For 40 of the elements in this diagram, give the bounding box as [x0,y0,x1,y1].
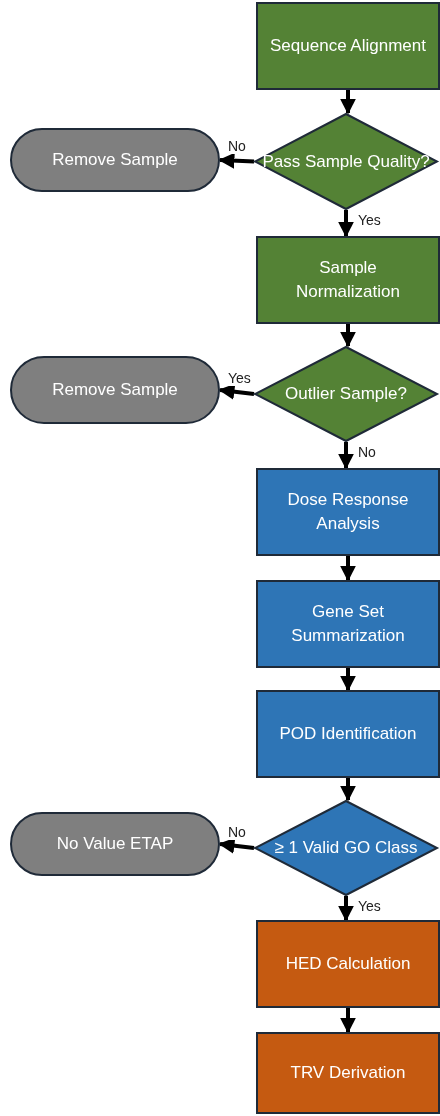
arrow [340,778,356,802]
process-box [256,236,440,324]
node-label: Remove Sample [51,379,179,402]
process-box [256,2,440,90]
terminal-pill [10,128,220,192]
arrow [340,1008,356,1034]
arrow [340,324,356,348]
decision-diamond [254,113,438,210]
node-label: ≥ 1 Valid GO Class [273,837,419,860]
arrow [338,442,354,470]
node-label: Remove Sample [51,149,179,172]
process-box [256,1032,440,1114]
decision-diamond [254,346,438,442]
node-label: No Value ETAP [55,833,175,856]
arrow [338,896,354,922]
decision-diamond [254,800,438,896]
arrow [218,152,255,169]
process-box [256,920,440,1008]
edge-label: No [226,138,248,154]
arrow [340,668,356,692]
node-label: TRV Derivation [289,1062,407,1085]
node-label: Sequence Alignment [269,35,427,58]
edge-label: Yes [226,371,253,387]
node-label: Sample Normalization [295,257,401,303]
arrow [340,556,356,582]
arrow [340,90,356,115]
node-label: Dose Response Analysis [286,489,410,535]
arrow [218,383,255,400]
node-label: POD Identification [278,723,418,746]
process-box [256,690,440,778]
arrow [218,837,255,854]
node-label: HED Calculation [284,953,412,976]
edge-label: No [226,825,248,841]
arrow [338,210,354,238]
node-label: Pass Sample Quality? [261,150,431,173]
node-label: Outlier Sample? [284,383,408,406]
node-label: Gene Set Summarization [290,601,406,647]
process-box [256,468,440,556]
process-box [256,580,440,668]
terminal-pill [10,812,220,876]
